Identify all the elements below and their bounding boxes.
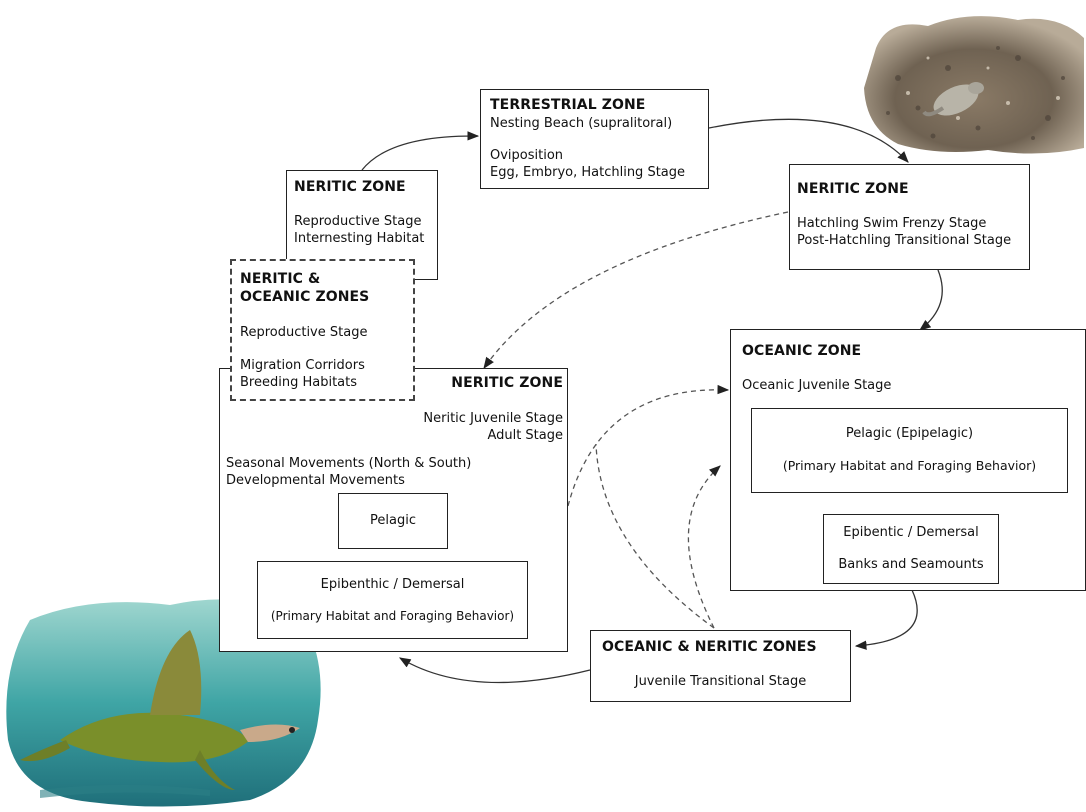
neritic-epibenthic-box: Epibenthic / Demersal (Primary Habitat a… xyxy=(257,561,528,639)
neritic-oceanic-box: NERITIC & OCEANIC ZONES Reproductive Sta… xyxy=(230,259,415,401)
internesting-text: Internesting Habitat xyxy=(294,231,425,246)
neritic-repro-title: NERITIC ZONE xyxy=(294,179,406,195)
oviposition-text: Oviposition xyxy=(490,148,564,163)
hatchling-beach-photo xyxy=(864,16,1084,154)
neritic-epibenthic-sub: (Primary Habitat and Foraging Behavior) xyxy=(270,609,515,623)
transition-zone-title: OCEANIC & NERITIC ZONES xyxy=(602,639,817,655)
oceanic-epibentic-title: Epibentic / Demersal xyxy=(843,525,979,540)
oceanic-juvenile-text: Oceanic Juvenile Stage xyxy=(742,378,892,393)
juvenile-transitional-text: Juvenile Transitional Stage xyxy=(634,674,807,689)
adult-stage-text: Adult Stage xyxy=(487,428,563,443)
neritic-hatchling-title: NERITIC ZONE xyxy=(797,181,909,197)
oceanic-zone-title: OCEANIC ZONE xyxy=(742,343,862,359)
seasonal-movements-text: Seasonal Movements (North & South) xyxy=(226,456,472,471)
no-repro-stage-text: Reproductive Stage xyxy=(240,325,368,340)
nesting-beach-text: Nesting Beach (supralitoral) xyxy=(490,116,673,131)
terrestrial-zone-box: TERRESTRIAL ZONE Nesting Beach (supralit… xyxy=(480,89,709,189)
egg-stage-text: Egg, Embryo, Hatchling Stage xyxy=(490,165,686,180)
neritic-epibenthic-title: Epibenthic / Demersal xyxy=(320,577,465,592)
oceanic-pelagic-sub: (Primary Habitat and Foraging Behavior) xyxy=(782,458,1037,473)
neritic-juvenile-text: Neritic Juvenile Stage xyxy=(423,411,563,426)
arrow-terrestrial-to-hatchling xyxy=(708,118,909,163)
arrow-oceanic-to-transition xyxy=(854,589,918,650)
oceanic-epibentic-sub: Banks and Seamounts xyxy=(838,557,984,572)
breeding-habitats-text: Breeding Habitats xyxy=(240,375,357,390)
arrow-transition-to-neritic xyxy=(398,657,591,684)
dashed-hatchling-to-neritic xyxy=(483,211,789,369)
arrow-repro-to-terrestrial xyxy=(361,131,480,171)
dashed-neritic-to-oceanic xyxy=(567,384,730,507)
transition-zone-box: OCEANIC & NERITIC ZONES Juvenile Transit… xyxy=(590,630,851,702)
neritic-pelagic-box: Pelagic xyxy=(338,493,448,549)
developmental-movements-text: Developmental Movements xyxy=(226,473,405,488)
neritic-hatchling-box: NERITIC ZONE Hatchling Swim Frenzy Stage… xyxy=(789,164,1030,270)
oceanic-pelagic-box: Pelagic (Epipelagic) (Primary Habitat an… xyxy=(751,408,1068,493)
neritic-oceanic-title-2: OCEANIC ZONES xyxy=(240,289,370,305)
migration-corridors-text: Migration Corridors xyxy=(240,358,365,373)
oceanic-epibentic-box: Epibentic / Demersal Banks and Seamounts xyxy=(823,514,999,584)
repro-stage-text: Reproductive Stage xyxy=(294,214,422,229)
neritic-oceanic-title-1: NERITIC & xyxy=(240,271,321,287)
neritic-pelagic-label: Pelagic xyxy=(370,513,416,528)
terrestrial-zone-title: TERRESTRIAL ZONE xyxy=(490,97,646,113)
dashed-transition-to-oceanic-left xyxy=(595,443,715,629)
post-hatchling-text: Post-Hatchling Transitional Stage xyxy=(797,233,1012,248)
swim-frenzy-text: Hatchling Swim Frenzy Stage xyxy=(797,216,987,231)
neritic-main-title: NERITIC ZONE xyxy=(451,375,563,391)
arrow-hatchling-to-oceanic xyxy=(919,269,943,331)
oceanic-pelagic-title: Pelagic (Epipelagic) xyxy=(845,426,974,441)
dashed-transition-to-oceanic-right xyxy=(687,465,721,629)
